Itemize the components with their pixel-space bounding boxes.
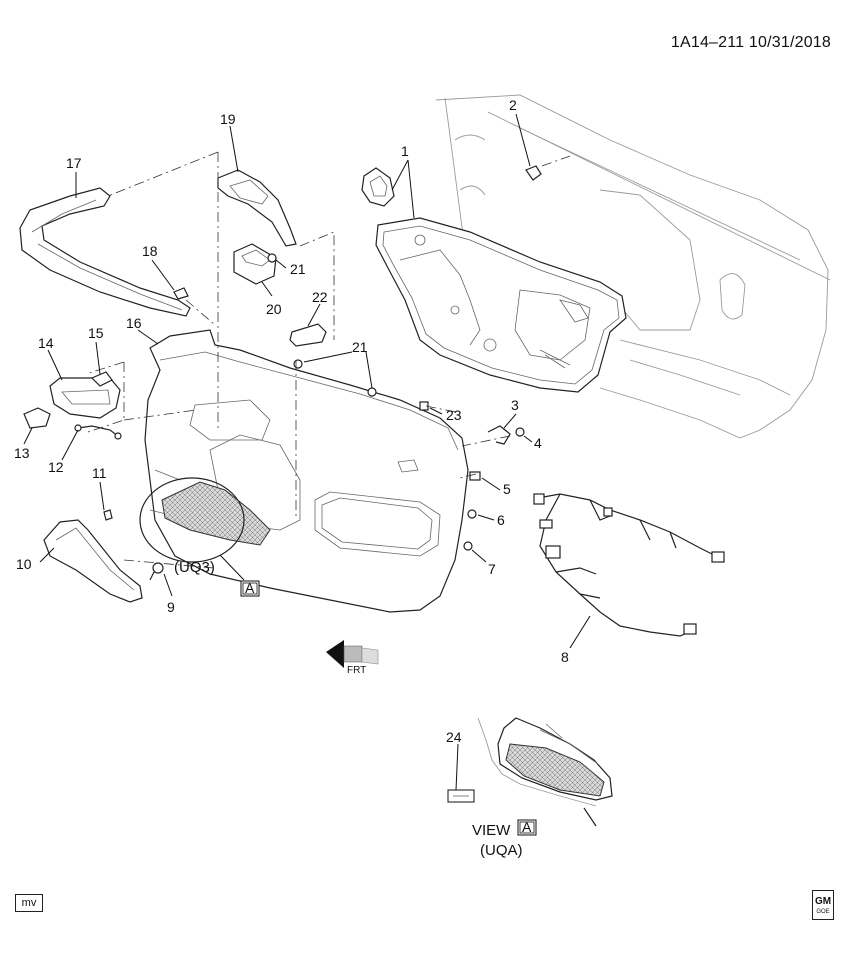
part-12-harness-pigtail bbox=[74, 424, 122, 440]
callout-3: 3 bbox=[511, 397, 519, 413]
front-arrow-icon: FRT bbox=[326, 640, 379, 676]
dashed-leaders bbox=[85, 151, 571, 569]
speaker-grille-uq3 bbox=[139, 477, 271, 581]
callout-21a: 21 bbox=[290, 261, 306, 277]
part-3-harness bbox=[487, 425, 511, 445]
callout-13: 13 bbox=[14, 445, 30, 461]
door-frame bbox=[435, 94, 831, 439]
part-2-clip bbox=[525, 165, 542, 181]
callout-6: 6 bbox=[497, 512, 505, 528]
part-17-trim-strip bbox=[19, 187, 191, 317]
callout-16: 16 bbox=[126, 315, 142, 331]
callout-7: 7 bbox=[488, 561, 496, 577]
gm-logo-icon: GM GOE bbox=[812, 890, 834, 920]
callout-15: 15 bbox=[88, 325, 104, 341]
part-15-switch bbox=[90, 371, 113, 387]
part-22-cover bbox=[289, 323, 327, 347]
part-10-armrest-pad bbox=[43, 519, 143, 603]
part-20-window-switch bbox=[233, 243, 277, 285]
part-6-bolt bbox=[467, 509, 477, 519]
part-9-fastener bbox=[149, 562, 164, 581]
ref-a-box: A bbox=[240, 580, 260, 597]
part-18-clip bbox=[173, 287, 189, 300]
document-id: 1A14–211 10/31/2018 bbox=[670, 34, 831, 51]
mv-label: mv bbox=[15, 894, 43, 912]
part-13-cap bbox=[23, 407, 51, 429]
part-14-pull-cup bbox=[49, 377, 121, 419]
callout-19: 19 bbox=[220, 111, 236, 127]
uq3-label: (UQ3) bbox=[174, 559, 215, 576]
ref-a-letter: A bbox=[245, 580, 255, 596]
part-7-bolt bbox=[463, 541, 473, 551]
callout-2: 2 bbox=[509, 97, 517, 113]
part-8-wiring-harness bbox=[533, 493, 725, 637]
callout-20: 20 bbox=[266, 301, 282, 317]
callout-22: 22 bbox=[312, 289, 328, 305]
callout-leaders bbox=[23, 113, 591, 791]
callout-21b: 21 bbox=[352, 339, 368, 355]
part-21-bolt-a bbox=[267, 253, 277, 263]
callout-10: 10 bbox=[16, 556, 32, 572]
callout-4: 4 bbox=[534, 435, 542, 451]
zoom-circle bbox=[139, 477, 245, 563]
callout-17: 17 bbox=[66, 155, 82, 171]
callout-9: 9 bbox=[167, 599, 175, 615]
uqa-label: (UQA) bbox=[480, 842, 523, 859]
view-a-letter: A bbox=[522, 819, 532, 835]
gm-logo-sub: GOE bbox=[816, 908, 830, 915]
part-24-badge bbox=[447, 789, 475, 803]
callout-14: 14 bbox=[38, 335, 54, 351]
gm-logo-text: GM bbox=[814, 895, 832, 907]
part-16-door-trim-panel bbox=[144, 329, 469, 613]
part-1-water-deflector bbox=[361, 167, 627, 393]
part-4-bolt bbox=[515, 427, 525, 437]
view-a-word: VIEW bbox=[472, 822, 511, 839]
callout-12: 12 bbox=[48, 459, 64, 475]
part-5-bolt bbox=[469, 471, 481, 481]
callout-11: 11 bbox=[92, 465, 107, 481]
callout-numbers: 1 2 3 4 5 6 7 8 9 10 11 12 13 14 15 16 1… bbox=[14, 97, 569, 745]
callout-23: 23 bbox=[446, 407, 462, 423]
callout-18: 18 bbox=[142, 243, 158, 259]
frt-label: FRT bbox=[347, 665, 366, 676]
part-11-fastener bbox=[103, 509, 113, 521]
callout-24: 24 bbox=[446, 729, 462, 745]
callout-1: 1 bbox=[401, 143, 409, 159]
view-a-inset: VIEW A (UQA) bbox=[447, 717, 613, 859]
callout-5: 5 bbox=[503, 481, 511, 497]
callout-8: 8 bbox=[561, 649, 569, 665]
part-19-switch-bezel bbox=[217, 169, 297, 247]
